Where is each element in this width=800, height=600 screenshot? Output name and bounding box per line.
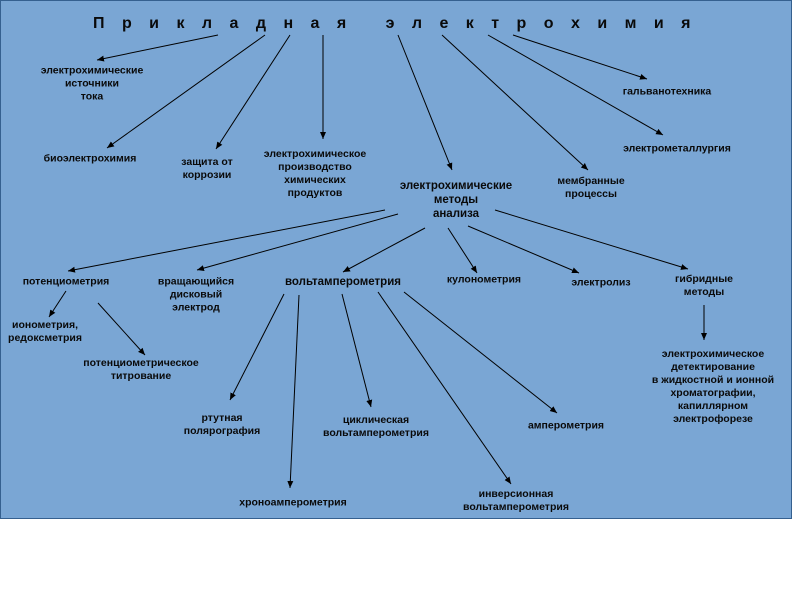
node-label-line: кулонометрия: [446, 273, 522, 286]
node-label-line: хроматографии,: [670, 387, 756, 399]
node-label-line: ионометрия,: [11, 319, 78, 331]
node-coulometry: кулонометрия: [447, 274, 521, 287]
node-potentiometry: потенциометрия: [23, 276, 110, 289]
node-label-line: источники: [64, 77, 120, 90]
node-label-line: потенциометрия: [22, 275, 110, 288]
node-label-line: дисковый: [169, 288, 223, 301]
node-label-line: анализа: [432, 208, 480, 220]
node-bioelectro: биоэлектрохимия: [44, 153, 137, 166]
node-label-line: электрохимические: [40, 64, 144, 77]
node-label-line: вольтамперометрия: [463, 501, 569, 513]
diagram-title: П р и к л а д н а я э л е к т р о х и м …: [92, 15, 698, 32]
node-label-line: биоэлектрохимия: [43, 152, 137, 165]
node-label-line: амперометрия: [527, 419, 605, 432]
node-label-line: защита от: [181, 156, 233, 168]
node-label-line: вольтамперометрия: [323, 427, 429, 439]
node-label-line: капиллярном: [677, 400, 749, 412]
node-label-line: электрохимические: [399, 180, 513, 192]
node-label-line: электрофорезе: [673, 413, 753, 425]
node-label-line: химических: [284, 174, 346, 186]
node-label-line: производство: [278, 161, 352, 173]
node-label-line: редоксметрия: [8, 332, 82, 344]
node-label-line: гибридные: [675, 273, 733, 285]
node-label-line: потенциометрическое: [83, 357, 199, 369]
node-voltammetry: вольтамперометрия: [285, 275, 401, 289]
node-label-line: электрометаллургия: [623, 142, 731, 155]
node-label-line: ртутная: [201, 412, 243, 424]
node-label-line: титрование: [110, 370, 172, 382]
node-label-line: полярография: [183, 425, 261, 437]
node-label-line: мембранные: [557, 175, 625, 187]
node-label-line: детектирование: [671, 361, 755, 373]
node-ionometry: ионометрия,редоксметрия: [8, 319, 82, 345]
node-label-line: тока: [80, 90, 104, 103]
node-galvano: гальванотехника: [623, 86, 712, 99]
node-label-line: методы: [683, 286, 725, 298]
node-label-line: вращающийся: [157, 275, 235, 288]
node-analysis: электрохимические методы анализа: [400, 179, 512, 221]
node-label-line: электрохимическое: [263, 148, 367, 160]
node-label-line: электролиз: [571, 276, 631, 289]
node-label-line: циклическая: [342, 414, 410, 426]
node-metallurgy: электрометаллургия: [623, 143, 731, 156]
node-amperometry: амперометрия: [528, 420, 604, 433]
node-label-line: гальванотехника: [622, 85, 712, 98]
node-label-line: в жидкостной и ионной: [651, 374, 775, 386]
node-label-line: электрохимическое: [661, 348, 765, 360]
node-chronoamperometry: хроноамперометрия: [239, 497, 347, 510]
node-label-line: инверсионная: [478, 488, 554, 500]
node-label-line: коррозии: [182, 169, 232, 181]
node-label-line: вольтамперометрия: [285, 276, 401, 288]
node-label-line: процессы: [565, 188, 617, 200]
node-electrolysis: электролиз: [571, 277, 630, 290]
node-label-line: хроноамперометрия: [239, 496, 347, 509]
node-label-line: методы: [433, 194, 479, 206]
node-label-line: продуктов: [287, 187, 343, 199]
node-label-line: электрод: [172, 301, 220, 314]
